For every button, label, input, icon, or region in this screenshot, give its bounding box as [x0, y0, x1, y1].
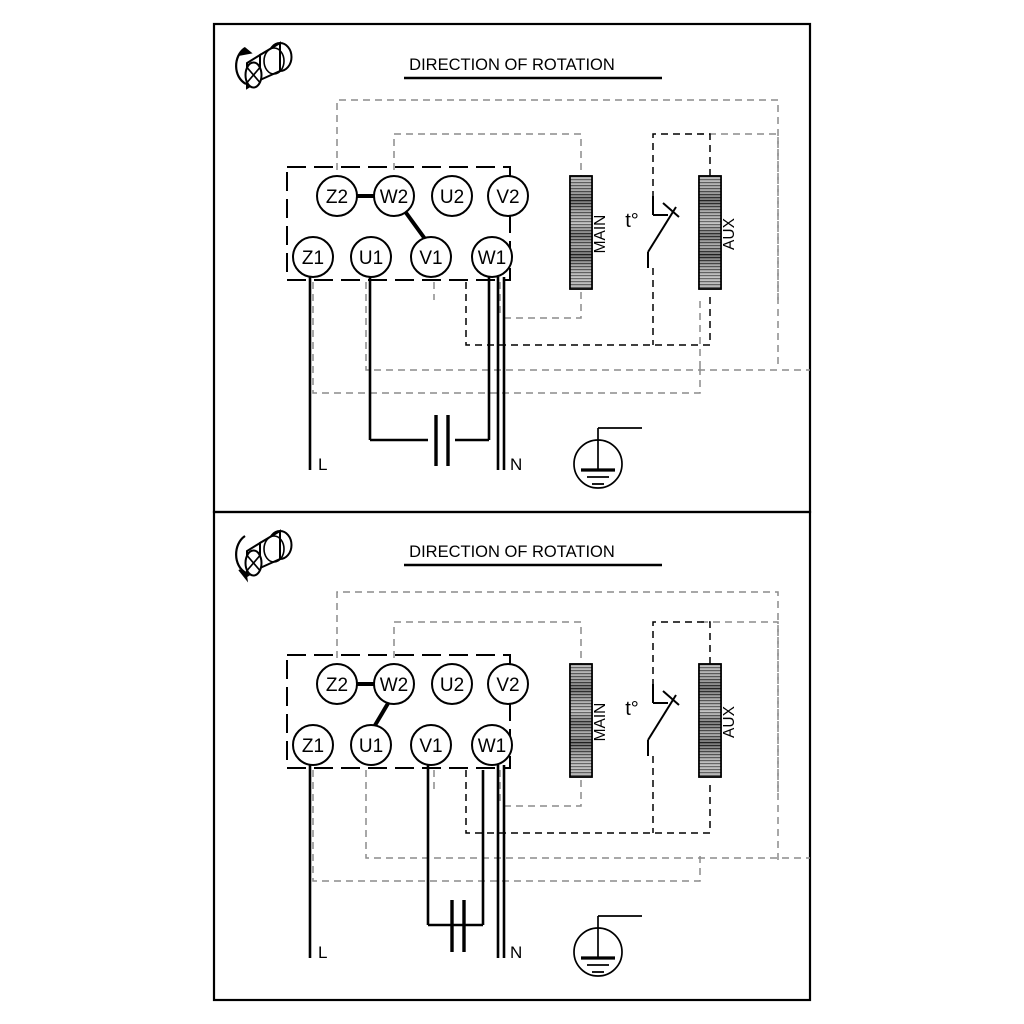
- thermal-switch: t°: [625, 684, 680, 756]
- supply-label-l: L: [318, 943, 327, 962]
- supply-label-n: N: [510, 943, 522, 962]
- winding-label: MAIN: [592, 703, 609, 742]
- panel-bottom: DIRECTION OF ROTATION Z2: [235, 530, 810, 978]
- terminal-label: W1: [478, 248, 507, 269]
- supply-label-n: N: [510, 455, 522, 474]
- panel-bottom-frame: [212, 510, 812, 1002]
- terminal-label: Z2: [326, 187, 348, 208]
- thermal-switch-label: t°: [625, 210, 639, 232]
- terminal-z1[interactable]: Z1: [292, 236, 334, 278]
- terminal-label: U1: [359, 248, 383, 269]
- terminal-label: Z2: [326, 675, 348, 696]
- terminal-label: V2: [496, 675, 519, 696]
- terminal-u1[interactable]: U1: [350, 724, 392, 766]
- winding-aux: AUX: [698, 663, 738, 778]
- internal-wiring-top: [312, 99, 810, 394]
- terminal-label: Z1: [302, 736, 324, 757]
- terminal-box: [286, 654, 511, 769]
- terminal-v1[interactable]: V1: [410, 724, 452, 766]
- terminal-w2[interactable]: W2: [373, 663, 415, 705]
- terminal-label: U2: [440, 675, 464, 696]
- terminal-u2[interactable]: U2: [431, 663, 473, 705]
- thermal-switch: t°: [625, 196, 680, 268]
- panel-top: DIRECTION OF ROTATION: [235, 42, 810, 490]
- terminal-w2[interactable]: W2: [373, 175, 415, 217]
- supply-conductors-bottom: [308, 765, 506, 958]
- terminal-v2[interactable]: V2: [487, 175, 529, 217]
- terminal-u1[interactable]: U1: [350, 236, 392, 278]
- terminal-label: U1: [359, 736, 383, 757]
- winding-label: MAIN: [592, 215, 609, 254]
- terminal-label: V2: [496, 187, 519, 208]
- thermal-switch-label: t°: [625, 698, 639, 720]
- terminal-z2[interactable]: Z2: [316, 663, 358, 705]
- run-capacitor: [450, 900, 466, 952]
- terminals-bottom-row: Z1 U1 V1 W1: [292, 724, 513, 766]
- terminals-bottom-row: Z1 U1 V1 W1: [292, 236, 513, 278]
- shaft-rotation-ccw-icon: [235, 42, 293, 89]
- internal-wiring-bottom: [312, 591, 810, 882]
- panel-frames: [212, 22, 812, 1002]
- terminals-top-row: Z2 W2 U2 V2: [316, 663, 529, 705]
- terminal-z1[interactable]: Z1: [292, 724, 334, 766]
- supply-label-l: L: [318, 455, 327, 474]
- terminal-label: W2: [380, 675, 409, 696]
- terminal-label: V1: [419, 248, 442, 269]
- terminal-label: W1: [478, 736, 507, 757]
- link-w2-u1: [372, 698, 392, 729]
- winding-label: AUX: [721, 217, 738, 250]
- winding-label: AUX: [721, 705, 738, 738]
- thermal-wiring-top: [465, 133, 711, 346]
- winding-main: MAIN: [569, 663, 609, 778]
- terminal-label: V1: [419, 736, 442, 757]
- winding-main: MAIN: [569, 175, 609, 290]
- shaft-rotation-cw-icon: [235, 530, 293, 583]
- winding-aux: AUX: [698, 175, 738, 290]
- terminals-top-row: Z2 W2 U2 V2: [316, 175, 529, 217]
- supply-conductors-top: [308, 277, 506, 470]
- terminal-w1[interactable]: W1: [471, 236, 513, 278]
- panel-heading: DIRECTION OF ROTATION: [409, 543, 615, 561]
- terminal-w1[interactable]: W1: [471, 724, 513, 766]
- terminal-box: [286, 166, 511, 281]
- terminal-label: Z1: [302, 248, 324, 269]
- run-capacitor: [434, 415, 450, 466]
- terminal-label: W2: [380, 187, 409, 208]
- terminal-u2[interactable]: U2: [431, 175, 473, 217]
- terminal-label: U2: [440, 187, 464, 208]
- thermal-wiring-bottom: [465, 621, 711, 834]
- terminal-z2[interactable]: Z2: [316, 175, 358, 217]
- panel-heading: DIRECTION OF ROTATION: [409, 56, 615, 74]
- terminal-v1[interactable]: V1: [410, 236, 452, 278]
- terminal-v2[interactable]: V2: [487, 663, 529, 705]
